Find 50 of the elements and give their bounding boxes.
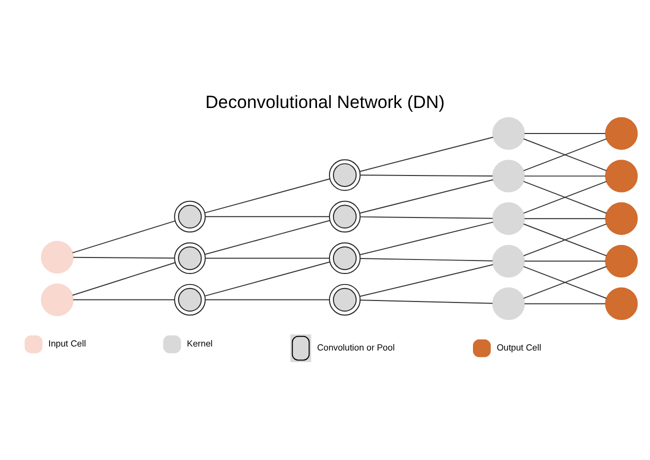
connector [359, 222, 494, 256]
connector [523, 180, 607, 214]
connector [204, 258, 330, 259]
connector [72, 262, 176, 296]
node-circle [40, 283, 74, 316]
connector [523, 266, 607, 299]
node-circle [605, 160, 638, 192]
connector [360, 258, 494, 262]
connector [204, 216, 330, 218]
node-circle [174, 242, 206, 274]
node-circle [605, 202, 638, 235]
legend-label: Kernel [186, 338, 213, 348]
connector [204, 178, 330, 214]
connector [359, 136, 494, 172]
node-circle [328, 242, 361, 274]
legend-label: Convolution or Pool [317, 342, 395, 352]
node-circle [492, 244, 525, 278]
connector [523, 138, 607, 172]
connector [524, 260, 606, 262]
legend-label: Output Cell [496, 342, 542, 352]
connector [72, 299, 175, 300]
diagram-title: Deconvolutional Network (DN) [205, 92, 445, 112]
legend-label: Input Cell [48, 338, 86, 348]
node-circle [174, 200, 206, 232]
connector [359, 179, 494, 214]
connector [359, 264, 494, 297]
node-circle [492, 160, 525, 192]
connector [524, 176, 606, 177]
connector [360, 174, 494, 176]
node-circle [492, 117, 525, 150]
node-circle [328, 284, 361, 316]
node-circle [492, 287, 525, 320]
connector [204, 220, 330, 255]
connector [524, 218, 606, 220]
connector [204, 262, 330, 296]
node-circle [328, 200, 361, 232]
node-circle [492, 202, 525, 235]
node-circle [40, 240, 74, 274]
connector [524, 303, 606, 304]
connector [72, 220, 176, 254]
connector [204, 299, 330, 300]
node-circle [605, 117, 638, 150]
connector [360, 300, 494, 304]
node-circle [328, 159, 361, 191]
connector [524, 133, 606, 134]
node-circle [605, 244, 638, 278]
node-circle [174, 284, 206, 316]
connector [72, 256, 175, 259]
connector [360, 216, 494, 219]
node-circle [605, 287, 638, 320]
